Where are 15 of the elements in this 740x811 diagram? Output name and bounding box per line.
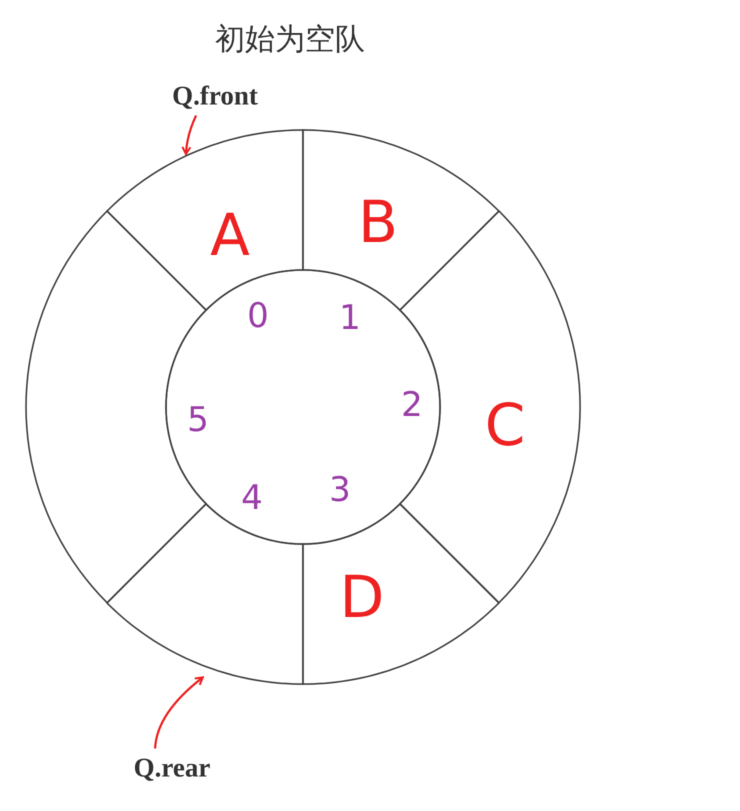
pointer-label: Q.rear (134, 754, 210, 782)
slot-index: 1 (339, 301, 361, 335)
slot-letter: D (340, 568, 384, 626)
slot-index: 3 (329, 473, 351, 507)
slot-letter: C (484, 396, 526, 454)
pointer-label: Q.front (172, 82, 258, 110)
slot-index: 2 (401, 388, 423, 422)
pointer-arrow (154, 676, 204, 749)
slot-index: 5 (187, 403, 209, 437)
pointer-arrow (181, 115, 198, 155)
slot-letter: A (210, 206, 250, 264)
slot-index: 4 (241, 481, 263, 515)
slot-letter: B (358, 193, 398, 251)
title: 初始为空队 (215, 25, 365, 55)
slot-index: 0 (247, 299, 269, 333)
